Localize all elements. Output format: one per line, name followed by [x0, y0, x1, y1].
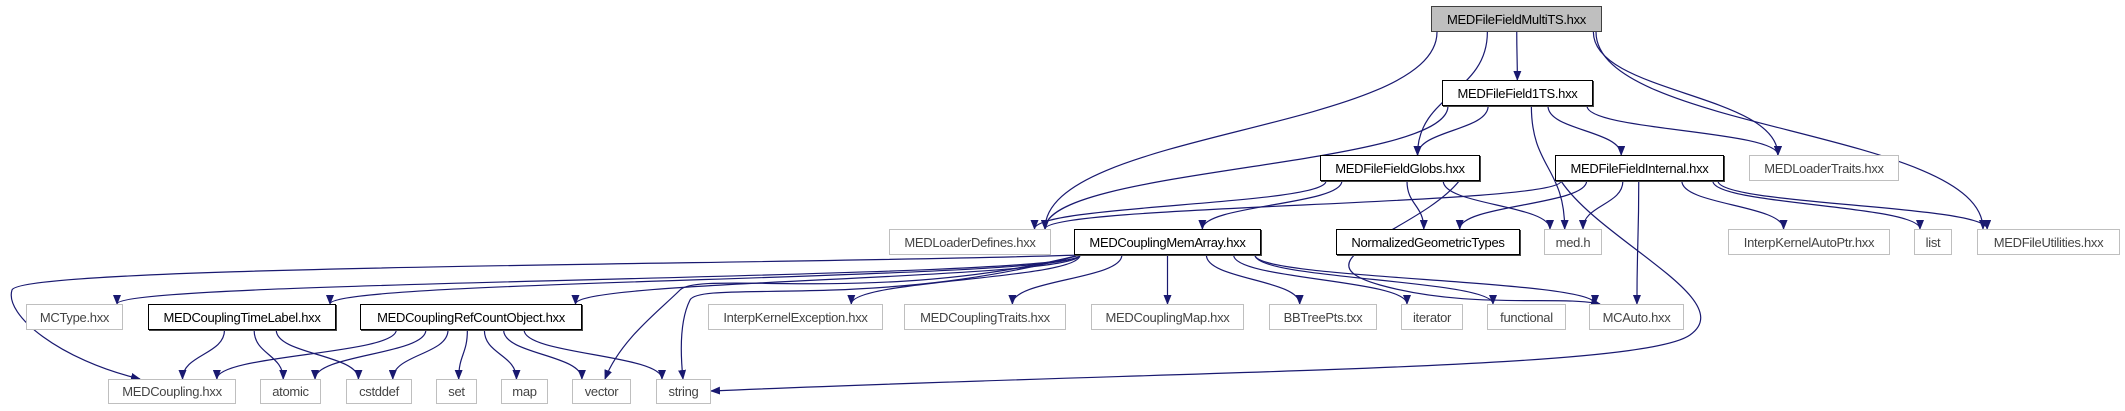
edge-internal-to-mcauto	[1632, 180, 1641, 305]
edge-refcount-to-atomic	[311, 329, 427, 380]
node-medcoupling: MEDCoupling.hxx	[108, 379, 236, 404]
node-autoptr: InterpKernelAutoPtr.hxx	[1728, 229, 1890, 255]
edge-multits-to-loadertraits	[1592, 31, 1782, 156]
node-functional: functional	[1487, 304, 1566, 330]
edge-memarray-to-iterator	[1233, 254, 1411, 305]
edge-memarray-to-bbtree	[1205, 254, 1304, 305]
node-fileutilities: MEDFileUtilities.hxx	[1977, 229, 2120, 255]
edge-internal-to-string	[710, 180, 1701, 395]
edge-refcount-to-set	[454, 329, 468, 380]
edge-memarray-to-ikexception	[847, 254, 1081, 305]
edge-memarray-to-mcauto	[1254, 254, 1599, 305]
edge-globs-to-loaderdefines	[1030, 180, 1327, 230]
node-refcount[interactable]: MEDCouplingRefCountObject.hxx	[360, 304, 582, 330]
edge-memarray-to-functional	[1254, 254, 1497, 305]
edge-memarray-to-refcount	[571, 254, 1081, 305]
edge-memarray-to-mctraits	[1008, 254, 1123, 305]
node-ikexception: InterpKernelException.hxx	[708, 304, 883, 330]
edge-internal-to-medh	[1578, 180, 1624, 230]
node-medh: med.h	[1544, 229, 1602, 255]
edge-refcount-to-vector	[503, 329, 586, 380]
edge-globs-to-medh	[1442, 180, 1554, 230]
edge-multits-to-f1ts	[1513, 31, 1522, 81]
edge-internal-to-fileutilities	[1717, 180, 1992, 230]
edge-f1ts-to-medh	[1530, 105, 1569, 230]
node-mctype: MCType.hxx	[26, 304, 123, 330]
edge-globs-to-memarray	[1198, 180, 1343, 230]
node-loadertraits: MEDLoaderTraits.hxx	[1749, 155, 1899, 181]
edge-refcount-to-string	[523, 329, 666, 380]
edge-timelabel-to-atomic	[253, 329, 288, 380]
node-map: map	[501, 379, 548, 404]
node-iterator: iterator	[1401, 304, 1463, 330]
edge-internal-to-autoptr	[1681, 180, 1788, 230]
node-memarray[interactable]: MEDCouplingMemArray.hxx	[1074, 229, 1261, 255]
node-list: list	[1914, 229, 1952, 255]
edge-refcount-to-medcoupling	[212, 329, 397, 380]
node-atomic: atomic	[260, 379, 321, 404]
node-set: set	[436, 379, 477, 404]
node-mcauto: MCAuto.hxx	[1589, 304, 1684, 330]
node-cstddef: cstddef	[346, 379, 412, 404]
node-f1ts[interactable]: MEDFileField1TS.hxx	[1442, 80, 1593, 106]
edge-globs-to-mcauto	[1348, 180, 1601, 306]
node-multits[interactable]: MEDFileFieldMultiTS.hxx	[1431, 6, 1602, 32]
edge-multits-to-fileutilities	[1595, 31, 1987, 230]
edge-refcount-to-cstddef	[388, 329, 449, 380]
node-loaderdefines: MEDLoaderDefines.hxx	[889, 229, 1051, 255]
node-bbtree: BBTreePts.txx	[1269, 304, 1377, 330]
edge-f1ts-to-loaderdefines	[1041, 105, 1449, 230]
node-string: string	[656, 379, 711, 404]
node-mcmap: MEDCouplingMap.hxx	[1091, 304, 1244, 330]
edge-internal-to-list	[1712, 180, 1924, 230]
edge-internal-to-loaderdefines	[1041, 180, 1562, 230]
node-mctraits: MEDCouplingTraits.hxx	[904, 304, 1066, 330]
edge-timelabel-to-cstddef	[275, 329, 363, 380]
edge-f1ts-to-loadertraits	[1586, 105, 1782, 156]
node-timelabel[interactable]: MEDCouplingTimeLabel.hxx	[148, 304, 336, 330]
edge-multits-to-loaderdefines	[1041, 31, 1438, 230]
edge-memarray-to-mctype	[113, 254, 1081, 305]
edge-f1ts-to-globs	[1413, 105, 1489, 156]
node-vector: vector	[572, 379, 631, 404]
node-globs[interactable]: MEDFileFieldGlobs.hxx	[1320, 155, 1480, 181]
node-internal[interactable]: MEDFileFieldInternal.hxx	[1555, 155, 1724, 181]
edge-refcount-to-map	[483, 329, 521, 380]
edge-memarray-to-vector	[604, 254, 1081, 380]
edge-timelabel-to-medcoupling	[178, 329, 226, 380]
edge-memarray-to-medcoupling	[10, 254, 1081, 381]
edge-globs-to-normalized	[1406, 180, 1428, 230]
edge-internal-to-normalized	[1455, 180, 1588, 230]
node-normalized[interactable]: NormalizedGeometricTypes	[1336, 229, 1520, 255]
edge-f1ts-to-internal	[1547, 105, 1626, 156]
